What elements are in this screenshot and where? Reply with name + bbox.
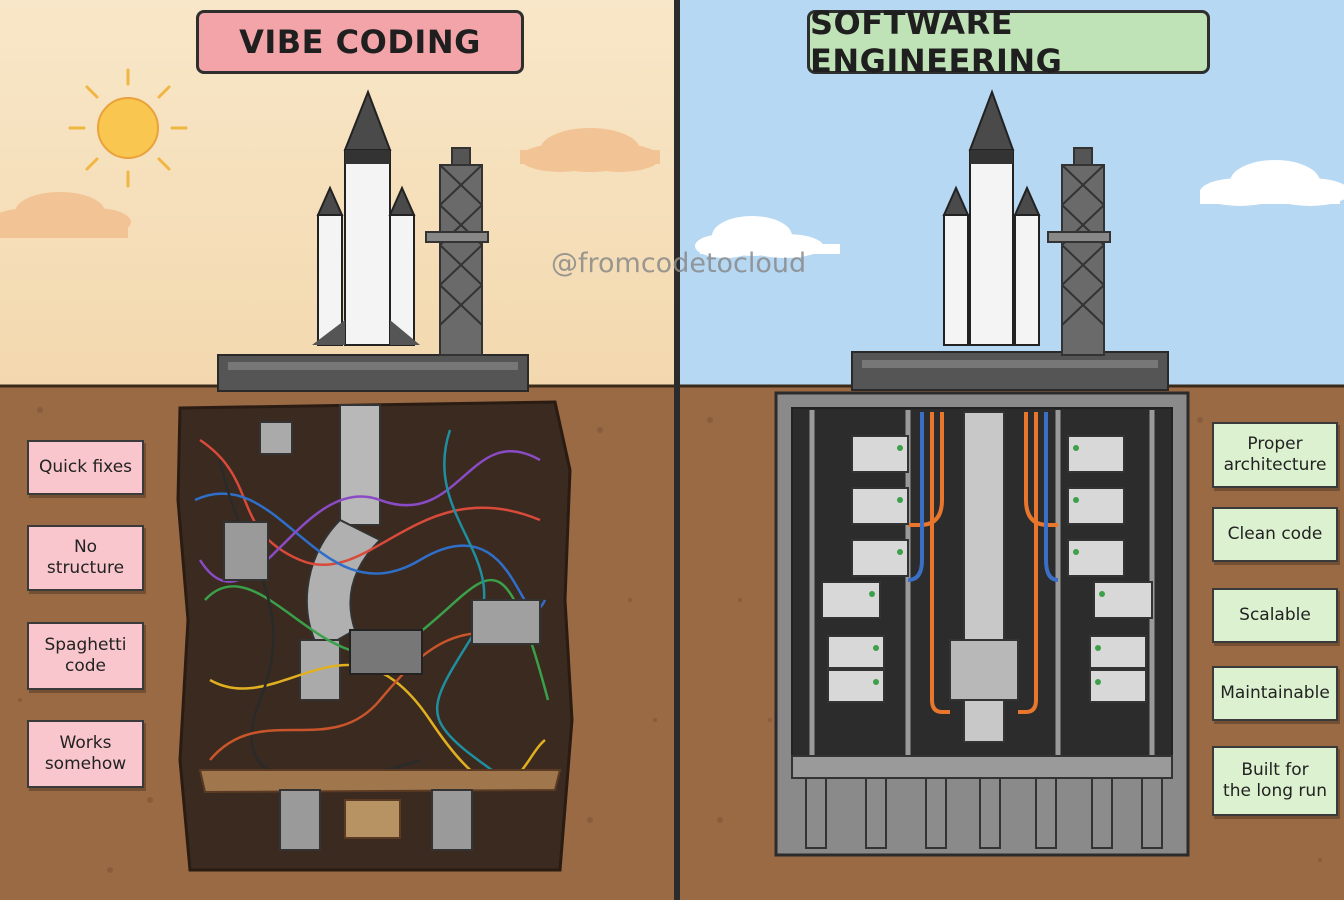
label-note: No structure: [27, 525, 144, 591]
vibe-coding-panel: VIBE CODING Quick fixes No structure Spa…: [0, 0, 674, 900]
label-note: Spaghetti code: [27, 622, 144, 690]
rocket-icon: [312, 89, 420, 346]
launch-tower-icon: [1047, 147, 1111, 356]
cloud-icon: [695, 216, 840, 258]
label-note: Proper architecture: [1212, 422, 1338, 488]
cloud-icon: [0, 192, 131, 238]
sun-icon: [68, 68, 188, 188]
label-note: Works somehow: [27, 720, 144, 788]
software-engineering-title: SOFTWARE ENGINEERING: [807, 4, 1210, 80]
rocket-icon: [942, 89, 1041, 346]
label-note: Maintainable: [1212, 666, 1338, 721]
launch-tower-icon: [425, 147, 489, 356]
vibe-coding-scene: [0, 0, 674, 900]
label-note: Quick fixes: [27, 440, 144, 495]
watermark: @fromcodetocloud: [551, 248, 807, 279]
label-note: Built for the long run: [1212, 746, 1338, 816]
vibe-coding-title: VIBE CODING: [196, 10, 524, 74]
server-rack-icon: [821, 435, 909, 703]
software-engineering-panel: SOFTWARE ENGINEERING Proper architecture…: [680, 0, 1344, 900]
label-note: Clean code: [1212, 507, 1338, 562]
cloud-icon: [520, 128, 660, 172]
tangled-pipes: [299, 404, 382, 701]
panel-divider: [674, 0, 680, 900]
cloud-icon: [1200, 160, 1344, 206]
server-rack-icon: [1067, 435, 1153, 703]
label-note: Scalable: [1212, 588, 1338, 643]
